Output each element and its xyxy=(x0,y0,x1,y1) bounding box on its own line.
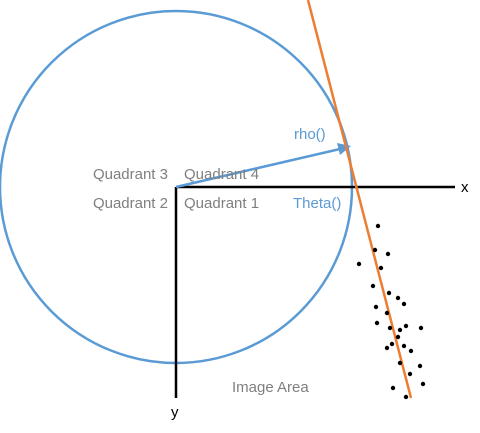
data-point xyxy=(408,348,414,354)
data-point xyxy=(420,381,426,387)
data-point xyxy=(401,301,407,307)
data-point xyxy=(387,325,393,331)
theta-label: Theta() xyxy=(293,195,341,212)
data-point xyxy=(407,371,413,377)
data-point xyxy=(373,304,379,310)
data-point xyxy=(395,295,401,301)
data-point xyxy=(356,261,362,267)
data-point xyxy=(397,327,403,333)
fit-line xyxy=(306,0,413,399)
x-axis-label: x xyxy=(461,179,469,196)
data-point xyxy=(390,385,396,391)
image-area-label: Image Area xyxy=(232,379,309,396)
data-point xyxy=(389,341,395,347)
quadrant-1-label: Quadrant 1 xyxy=(184,195,259,212)
data-point xyxy=(395,334,401,340)
data-point xyxy=(397,360,403,366)
data-point xyxy=(401,343,407,349)
data-point xyxy=(417,363,423,369)
quadrant-4-label: Quadrant 4 xyxy=(184,166,259,183)
rho-vector xyxy=(175,147,341,189)
data-point xyxy=(386,290,392,296)
data-point xyxy=(403,394,409,400)
data-point xyxy=(370,283,376,289)
quadrant-2-label: Quadrant 2 xyxy=(93,195,168,212)
y-axis-label: y xyxy=(171,404,179,421)
rho-arrowhead xyxy=(337,143,351,155)
data-point xyxy=(403,323,409,329)
rho-label: rho() xyxy=(294,126,326,143)
data-point xyxy=(374,320,380,326)
data-point xyxy=(375,223,381,229)
data-point xyxy=(378,265,384,271)
point-cloud xyxy=(356,223,426,400)
data-point xyxy=(418,325,424,331)
data-point xyxy=(384,310,390,316)
data-point xyxy=(385,251,391,257)
data-point xyxy=(372,247,378,253)
data-point xyxy=(384,345,390,351)
quadrant-3-label: Quadrant 3 xyxy=(93,166,168,183)
